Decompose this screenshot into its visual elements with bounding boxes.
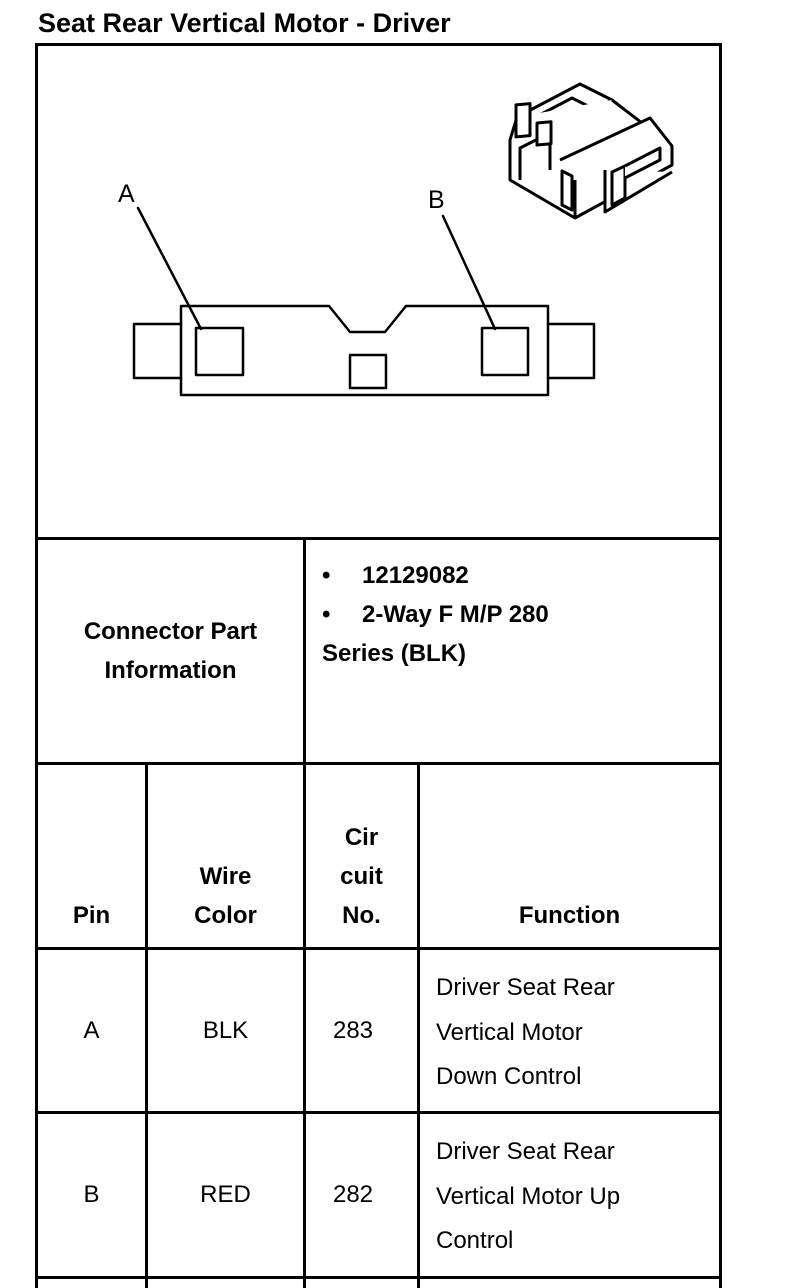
table-border-right xyxy=(719,43,722,1288)
header-wire-label-1: Wire xyxy=(199,863,252,890)
left-tab xyxy=(132,322,183,380)
connector-body-outline xyxy=(179,304,550,397)
header-pin: Pin xyxy=(38,765,145,935)
divider-connector-info xyxy=(35,762,722,765)
row-a-function: Driver Seat Rear Vertical Motor Down Con… xyxy=(436,966,716,1100)
row-a-function-line-2: Vertical Motor xyxy=(436,1018,583,1046)
table-border-left xyxy=(35,43,38,1288)
pin-label-a: A xyxy=(118,180,135,208)
leader-b xyxy=(441,214,497,331)
center-key xyxy=(348,353,388,390)
connector-type: 2-Way F M/P 280 xyxy=(362,601,549,628)
row-a-pin: A xyxy=(83,1016,100,1044)
connector-series: Series (BLK) xyxy=(322,640,467,667)
divider-header xyxy=(35,947,722,950)
connector-isometric-icon xyxy=(508,82,674,220)
divider-row-b xyxy=(35,1276,722,1279)
row-b-function-line-3: Control xyxy=(436,1227,514,1254)
header-circuit-label-1: Cir xyxy=(344,824,379,851)
row-a-wire-color: BLK xyxy=(202,1016,249,1044)
right-tab xyxy=(546,322,596,380)
page-title: Seat Rear Vertical Motor - Driver xyxy=(38,8,451,38)
connector-info-label-text: Connector Part Information xyxy=(83,618,258,684)
row-a-function-line-3: Down Control xyxy=(436,1063,582,1090)
header-circuit-label-3: No. xyxy=(342,902,381,929)
header-wire-color: Wire Color xyxy=(148,765,303,935)
header-circuit: Cir cuit No. xyxy=(306,765,417,935)
cavity-a xyxy=(194,326,245,377)
header-wire-label-2: Color xyxy=(194,902,257,929)
connector-diagram: A B xyxy=(118,82,674,397)
row-b-pin: B xyxy=(83,1181,100,1208)
row-b-circuit: 282 xyxy=(332,1181,374,1208)
divider-row-a xyxy=(35,1111,722,1114)
vline-circuit xyxy=(417,762,420,1288)
header-function: Function xyxy=(420,765,719,935)
row-b-function-line-1: Driver Seat Rear xyxy=(436,1138,615,1165)
leader-a xyxy=(136,206,203,331)
part-number-item: •12129082 xyxy=(322,562,469,589)
divider-diagram xyxy=(35,537,722,540)
row-b-function-line-2: Vertical Motor Up xyxy=(436,1182,621,1210)
header-circuit-label-2: cuit xyxy=(340,863,383,890)
vline-wire xyxy=(303,762,306,1288)
row-a-function-line-1: Driver Seat Rear xyxy=(436,974,615,1001)
cavity-b xyxy=(480,326,530,377)
header-function-label: Function xyxy=(518,902,621,929)
vline-info xyxy=(303,537,306,765)
connector-info-label: Connector Part Information xyxy=(38,540,303,762)
row-a-circuit: 283 xyxy=(332,1016,374,1044)
pin-label-b: B xyxy=(428,186,445,214)
header-pin-label: Pin xyxy=(72,902,111,929)
connector-type-item: •2-Way F M/P 280 xyxy=(322,601,549,628)
vline-pin xyxy=(145,762,148,1288)
row-b-wire-color: RED xyxy=(200,1181,251,1208)
connector-info-details: •12129082 •2-Way F M/P 280 Series (BLK) xyxy=(322,556,712,673)
row-b-function: Driver Seat Rear Vertical Motor Up Contr… xyxy=(436,1130,716,1264)
table-border-top xyxy=(35,43,722,46)
part-number: 12129082 xyxy=(362,562,469,589)
